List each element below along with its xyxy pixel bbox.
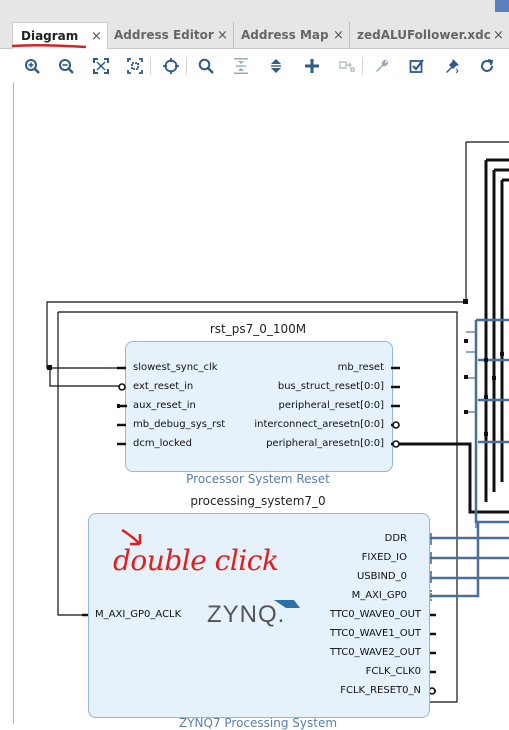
zynq-logo: ZYNQ. bbox=[207, 601, 286, 628]
zoom-in-icon[interactable] bbox=[22, 56, 42, 76]
window-top-strip bbox=[0, 0, 509, 12]
tab-bar: Diagram × Address Editor × Address Map ×… bbox=[0, 0, 509, 49]
port-mb-reset[interactable]: mb_reset bbox=[337, 362, 384, 373]
collapse-icon[interactable] bbox=[231, 56, 251, 76]
autofit-icon[interactable] bbox=[161, 56, 181, 76]
port-peripheral-aresetn[interactable]: peripheral_aresetn[0:0] bbox=[266, 438, 384, 449]
rst-block-subtitle: Processor System Reset bbox=[186, 472, 330, 486]
rst-block-title: rst_ps7_0_100M bbox=[209, 322, 307, 336]
expand-icon[interactable] bbox=[266, 56, 286, 76]
zoom-out-icon[interactable] bbox=[56, 56, 76, 76]
diagram-toolbar bbox=[0, 49, 509, 82]
port-peripheral-reset[interactable]: peripheral_reset[0:0] bbox=[278, 400, 384, 411]
port-aux-reset-in[interactable]: aux_reset_in bbox=[133, 400, 196, 411]
diagram-canvas[interactable]: rst_ps7_0_100M Processor System Reset bbox=[0, 82, 509, 730]
add-ip-icon[interactable] bbox=[302, 56, 322, 76]
port-ttc0-wave1-out[interactable]: TTC0_WAVE1_OUT bbox=[329, 628, 421, 639]
port-dcm-locked[interactable]: dcm_locked bbox=[133, 438, 192, 449]
window-accent bbox=[495, 0, 509, 12]
wrench-icon[interactable] bbox=[372, 56, 392, 76]
port-bus-struct-reset[interactable]: bus_struct_reset[0:0] bbox=[277, 381, 384, 392]
tab-diagram-label: Diagram bbox=[21, 29, 79, 43]
port-slowest-sync-clk[interactable]: slowest_sync_clk bbox=[133, 362, 218, 373]
port-fclk-clk0[interactable]: FCLK_CLK0 bbox=[365, 666, 421, 677]
port-m-axi-gp0-aclk[interactable]: M_AXI_GP0_ACLK bbox=[95, 609, 182, 620]
toolbar-separator bbox=[362, 57, 363, 75]
wire-layer bbox=[46, 141, 509, 703]
refresh-icon[interactable] bbox=[477, 56, 497, 76]
close-icon[interactable]: × bbox=[493, 27, 504, 43]
port-usbind-0[interactable]: USBIND_0 bbox=[356, 571, 407, 582]
port-mb-debug-sys-rst[interactable]: mb_debug_sys_rst bbox=[133, 419, 226, 430]
validate-icon[interactable] bbox=[407, 56, 427, 76]
make-connection-icon[interactable] bbox=[337, 56, 357, 76]
ps-block-title: processing_system7_0 bbox=[190, 494, 326, 508]
port-ttc0-wave0-out[interactable]: TTC0_WAVE0_OUT bbox=[329, 609, 421, 620]
tab-address-editor-label: Address Editor bbox=[114, 28, 214, 42]
fit-icon[interactable] bbox=[91, 56, 111, 76]
underline-annotation bbox=[11, 43, 87, 49]
ps-block[interactable] bbox=[88, 513, 430, 718]
port-ext-reset-in[interactable]: ext_reset_in bbox=[133, 381, 194, 392]
ps-block-subtitle: ZYNQ7 Processing System bbox=[178, 716, 338, 730]
port-m-axi-gp0[interactable]: M_AXI_GP0 bbox=[351, 590, 407, 601]
tab-address-map-label: Address Map bbox=[241, 28, 329, 42]
close-icon[interactable]: × bbox=[91, 28, 102, 44]
port-ttc0-wave2-out[interactable]: TTC0_WAVE2_OUT bbox=[329, 647, 421, 658]
pin-icon[interactable] bbox=[442, 56, 462, 76]
zoom-fit-selection-icon[interactable] bbox=[125, 56, 145, 76]
port-fixed-io[interactable]: FIXED_IO bbox=[361, 552, 407, 563]
tab-xdc-label: zedALUFollower.xdc bbox=[357, 28, 491, 42]
zynq-logo-mark bbox=[274, 600, 300, 608]
tab-xdc[interactable]: zedALUFollower.xdc × bbox=[349, 22, 509, 48]
toolbar-separator bbox=[186, 57, 187, 75]
close-icon[interactable]: × bbox=[217, 27, 228, 43]
toolbar-separator bbox=[150, 57, 151, 75]
tab-address-map[interactable]: Address Map × bbox=[233, 22, 350, 48]
port-ddr[interactable]: DDR bbox=[384, 533, 407, 544]
search-icon[interactable] bbox=[196, 56, 216, 76]
double-click-annotation: double click bbox=[113, 544, 279, 577]
port-interconnect-aresetn[interactable]: interconnect_aresetn[0:0] bbox=[254, 419, 384, 430]
canvas-left-border bbox=[0, 82, 14, 724]
tab-address-editor[interactable]: Address Editor × bbox=[106, 22, 234, 48]
port-fclk-reset0-n[interactable]: FCLK_RESET0_N bbox=[340, 685, 421, 696]
close-icon[interactable]: × bbox=[333, 27, 344, 43]
arrow-annotation bbox=[121, 528, 142, 546]
